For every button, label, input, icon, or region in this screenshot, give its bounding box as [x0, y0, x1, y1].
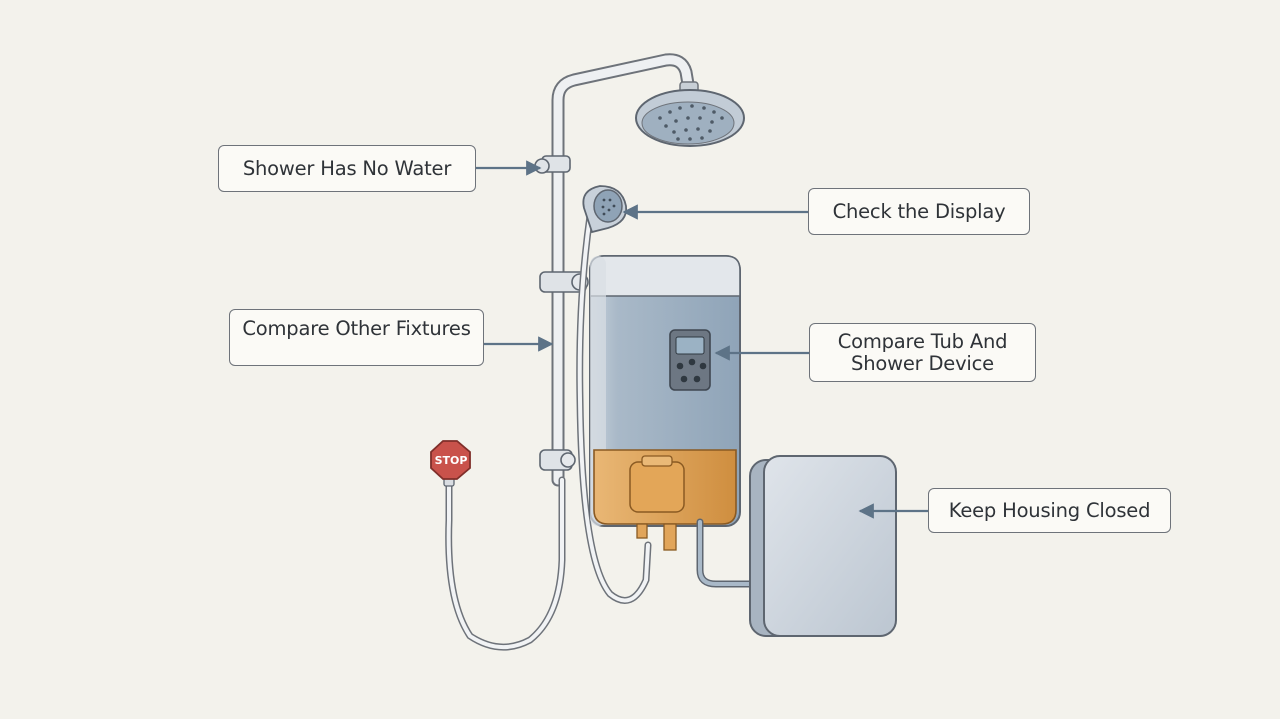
electrical-housing-icon — [749, 455, 897, 637]
pipe-fitting-upper — [534, 155, 571, 174]
stop-sign-icon: STOP — [430, 440, 471, 480]
handheld-showerhead-icon — [582, 185, 628, 234]
water-heater-icon — [589, 255, 741, 551]
callout-arrows — [476, 160, 928, 519]
callout-check-display: Check the Display — [808, 188, 1030, 235]
slide-bracket-lower — [539, 449, 576, 471]
housing-conduit — [696, 518, 760, 588]
rain-showerhead-icon — [635, 81, 745, 147]
callout-shower-no-water: Shower Has No Water — [218, 145, 476, 192]
callout-keep-housing-closed: Keep Housing Closed — [928, 488, 1171, 533]
callout-compare-tub-device: Compare Tub And Shower Device — [809, 323, 1036, 382]
stop-valve-hose — [443, 475, 566, 651]
callout-compare-fixtures: Compare Other Fixtures — [229, 309, 484, 366]
shower-pipe — [551, 53, 697, 487]
stop-sign-label: STOP — [435, 454, 468, 467]
handheld-hose — [576, 212, 652, 604]
